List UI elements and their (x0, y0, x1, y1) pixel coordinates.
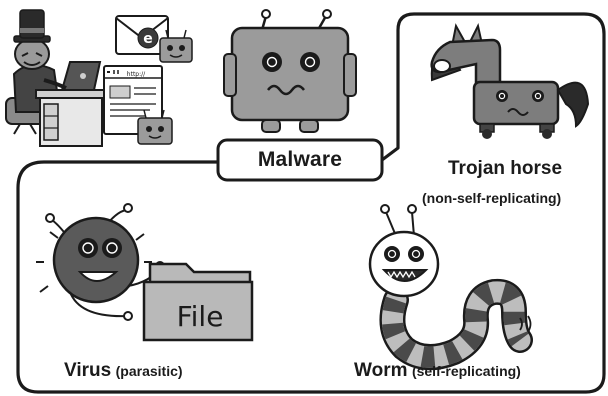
mini-malware-bot-icon (137, 109, 173, 145)
virus-label: Virus (64, 360, 112, 381)
malware-label: Malware (257, 148, 343, 171)
trojan-horse-label: Trojan horse (448, 158, 563, 179)
worm-note: (self-replicating) (411, 363, 521, 379)
email-envelope-icon: e (115, 15, 169, 55)
worm-label-group: Worm (self-replicating) (354, 360, 521, 382)
trojan-horse-note: (non-self-replicating) (422, 190, 562, 206)
browser-window-icon: http:// (103, 65, 163, 135)
file-folder-icon: File (142, 262, 254, 342)
browser-url-text: http:// (127, 71, 146, 78)
malware-label-box (216, 138, 384, 182)
frame-right-panel (348, 12, 606, 394)
category-frame (16, 12, 606, 394)
hacker-illustration (5, 9, 107, 147)
trojan-horse-icon (430, 23, 590, 139)
virus-note: (parasitic) (115, 363, 183, 379)
file-folder-label: File (177, 300, 224, 333)
mini-malware-bot-icon (159, 29, 193, 63)
virus-label-group: Virus (parasitic) (64, 360, 183, 382)
worm-icon (368, 204, 533, 371)
virus-icon (36, 203, 165, 321)
frame-left-panel (16, 160, 348, 394)
malware-robot-icon (223, 9, 357, 133)
envelope-glyph: e (143, 31, 153, 47)
worm-label: Worm (354, 360, 408, 381)
